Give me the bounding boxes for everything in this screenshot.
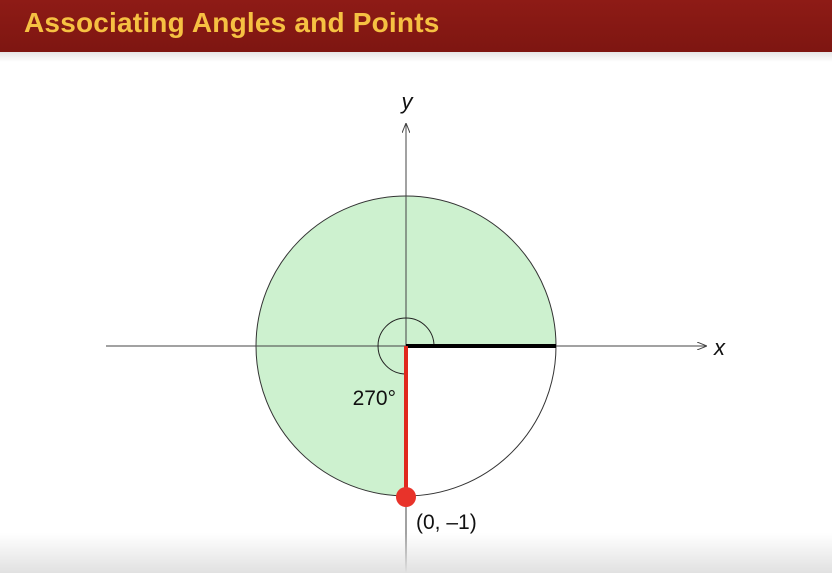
title-bar: Associating Angles and Points xyxy=(0,0,832,52)
terminal-point xyxy=(396,487,416,507)
slide-title: Associating Angles and Points xyxy=(24,7,440,38)
title-shadow xyxy=(0,52,832,62)
point-label: (0, –1) xyxy=(416,511,477,534)
y-axis-label: y xyxy=(400,89,415,114)
angle-label: 270° xyxy=(353,387,396,410)
x-axis-label: x xyxy=(713,335,726,360)
angle-arc xyxy=(377,317,435,375)
